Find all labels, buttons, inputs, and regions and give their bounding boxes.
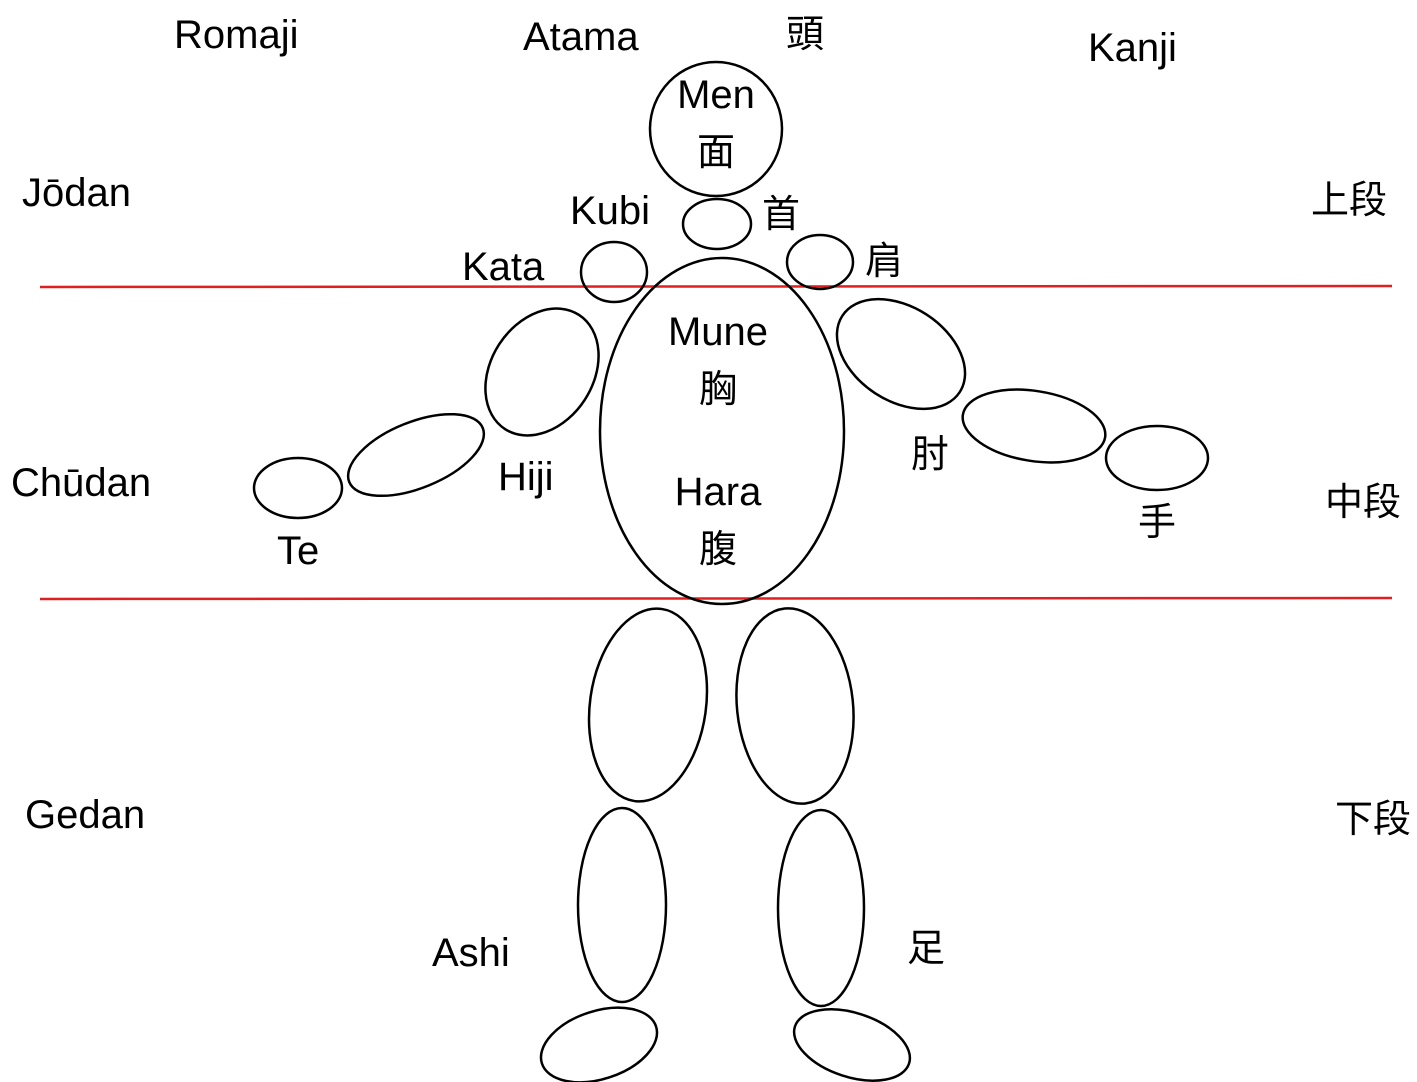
- right-shoulder-shape: [785, 233, 855, 291]
- left-shoulder-shape: [579, 240, 649, 304]
- left-thigh-shape: [587, 607, 709, 803]
- ashi-kanji: 足: [907, 926, 945, 970]
- hara-kanji: 腹: [699, 527, 737, 571]
- chudan-kanji: 中段: [1325, 480, 1401, 524]
- right-forearm-shape: [961, 388, 1107, 464]
- kata-label: Kata: [462, 245, 545, 289]
- kubi-label: Kubi: [570, 189, 650, 233]
- right-foot-shape: [792, 1008, 912, 1082]
- mune-label: Mune: [668, 310, 768, 354]
- right-upper-arm-shape: [835, 297, 967, 411]
- atama-label: Atama: [523, 15, 639, 59]
- left-foot-shape: [539, 1006, 659, 1082]
- gedan-kanji: 下段: [1335, 797, 1411, 841]
- hiji-kanji: 肘: [911, 432, 949, 476]
- gedan-label: Gedan: [25, 793, 145, 837]
- left-upper-arm-shape: [484, 307, 600, 437]
- men-kanji: 面: [697, 130, 735, 174]
- left-shin-shape: [576, 806, 668, 1004]
- neck-shape: [681, 197, 753, 251]
- te-kanji: 手: [1138, 500, 1176, 544]
- head-shape: [648, 60, 784, 198]
- romaji-header: Romaji: [174, 13, 298, 57]
- jodan-chudan-divider: [39, 284, 1393, 289]
- right-shin-shape: [776, 808, 866, 1008]
- chudan-label: Chūdan: [11, 461, 151, 505]
- torso-shape: [598, 256, 846, 606]
- men-label: Men: [677, 73, 755, 117]
- kubi-kanji: 首: [762, 192, 800, 236]
- right-thigh-shape: [735, 607, 855, 805]
- kanji-header: Kanji: [1088, 26, 1177, 70]
- atama-kanji: 頭: [786, 12, 824, 56]
- kata-kanji: 肩: [865, 239, 903, 283]
- mune-kanji: 胸: [699, 367, 737, 411]
- hara-label: Hara: [675, 470, 762, 514]
- hiji-label: Hiji: [498, 455, 554, 499]
- left-hand-shape: [252, 456, 344, 520]
- left-forearm-shape: [346, 412, 486, 498]
- ashi-label: Ashi: [432, 931, 510, 975]
- jodan-label: Jōdan: [22, 171, 131, 215]
- right-hand-shape: [1104, 424, 1210, 492]
- figure: [252, 60, 1210, 1082]
- te-label: Te: [277, 529, 319, 573]
- chudan-gedan-divider: [39, 596, 1393, 601]
- jodan-kanji: 上段: [1311, 178, 1387, 222]
